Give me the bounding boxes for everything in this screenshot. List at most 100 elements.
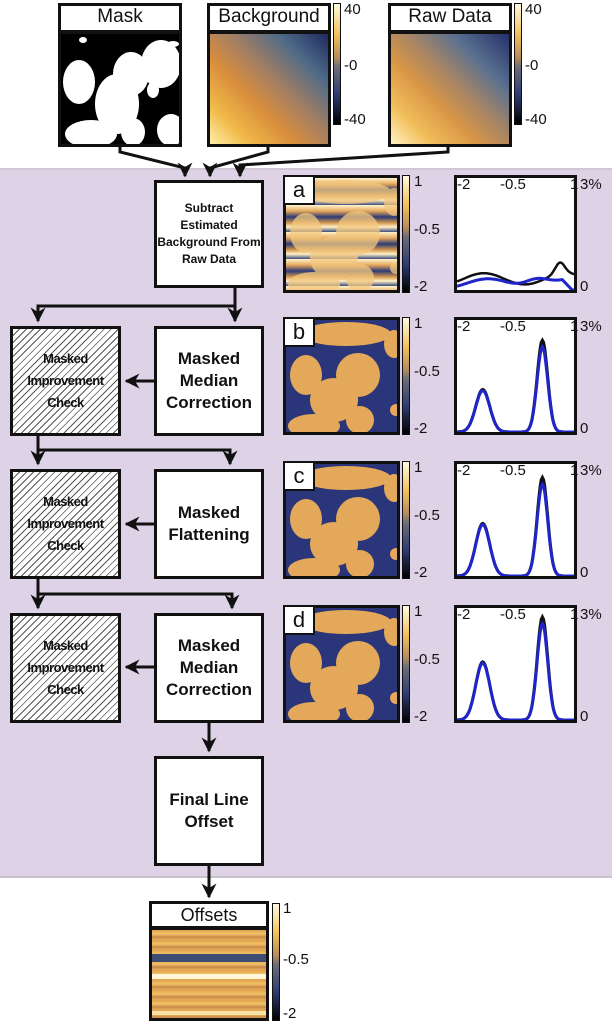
offsets-colorbar	[272, 903, 280, 1021]
panel-a-colorbar	[402, 175, 410, 293]
offsets-light-band	[152, 974, 266, 979]
panel-a-islands	[288, 180, 397, 290]
subtract-background-box: Subtract Estimated Background From Raw D…	[154, 180, 264, 288]
panel-b-islands	[288, 322, 397, 432]
panel-c-hist-before	[457, 474, 574, 576]
median-correction-box-2: Masked Median Correction	[154, 613, 264, 723]
panel-c-label: c	[283, 461, 315, 491]
panel-b-cbar-mid: -0.5	[414, 363, 440, 380]
panel-d-islands	[288, 610, 397, 720]
panel-a-hist-ymin: 0	[580, 278, 589, 295]
panel-a-cbar-max: 1	[414, 173, 423, 190]
background-cbar-max: 40	[344, 1, 361, 18]
panel-d-cbar-max: 1	[414, 603, 423, 620]
panel-b-hist-xtick-0: -2	[457, 318, 471, 335]
subtract-background-label: Subtract Estimated Background From Raw D…	[157, 201, 261, 266]
improvement-check-label-3: Masked Improvement Check	[27, 638, 104, 697]
panel-b-histogram	[454, 317, 577, 435]
raw-data-cbar-max: 40	[525, 1, 542, 18]
panel-a-histogram	[454, 175, 577, 293]
panel-d-hist-plot	[457, 613, 574, 720]
mask-title: Mask	[58, 3, 182, 33]
panel-a-map	[283, 175, 400, 293]
panel-b-hist-ymax: 3%	[580, 318, 602, 335]
raw-data-cbar-mid: -0	[525, 57, 539, 74]
mask-arrow	[118, 147, 193, 178]
panel-d-hist-ymax: 3%	[580, 606, 602, 623]
panel-d-hist-ymin: 0	[580, 708, 589, 725]
panel-a-hist-plot	[457, 261, 574, 290]
improvement-check-label-2: Masked Improvement Check	[27, 494, 104, 553]
panel-b-cbar-max: 1	[414, 315, 423, 332]
panel-b-colorbar	[402, 317, 410, 435]
flattening-label: Masked Flattening	[168, 503, 250, 544]
panel-c-hist-ymax: 3%	[580, 462, 602, 479]
panel-a-hist-xtick-1: -0.5	[500, 176, 526, 193]
panel-b-hist-after	[457, 343, 574, 432]
background-colorbar	[333, 3, 341, 125]
panel-a-cbar-mid: -0.5	[414, 221, 440, 238]
raw-data-arrow	[232, 147, 450, 178]
panel-c-hist-xtick-0: -2	[457, 462, 471, 479]
raw-data-image	[388, 31, 512, 147]
offsets-cbar-max: 1	[283, 900, 292, 917]
panel-a-label: a	[283, 175, 315, 205]
background-cbar-min: -40	[344, 111, 366, 128]
panel-c-islands	[288, 466, 397, 576]
mask-image	[58, 31, 182, 147]
improvement-check-label-1: Masked Improvement Check	[27, 351, 104, 410]
panel-d-label: d	[283, 605, 315, 635]
final-line-offset-label: Final Line Offset	[169, 790, 249, 831]
panel-c-hist-xtick-2: 1	[570, 462, 579, 479]
panel-b-hist-before	[457, 337, 574, 432]
improvement-check-box-3: Masked Improvement Check	[10, 613, 121, 723]
median-correction-label-1: Masked Median Correction	[166, 349, 252, 412]
raw-data-colorbar	[514, 3, 522, 125]
check2-to-median2-arrow	[36, 579, 240, 610]
panel-d-cbar-min: -2	[414, 708, 428, 725]
panel-a-hist-after	[457, 276, 574, 290]
panel-c-cbar-max: 1	[414, 459, 423, 476]
panel-c-colorbar	[402, 461, 410, 579]
panel-d-hist-xtick-1: -0.5	[500, 606, 526, 623]
panel-d-hist-after	[457, 620, 574, 720]
panel-b-hist-xtick-1: -0.5	[500, 318, 526, 335]
offsets-cbar-mid: -0.5	[283, 951, 309, 968]
panel-c-cbar-mid: -0.5	[414, 507, 440, 524]
panel-a-hist-xtick-0: -2	[457, 176, 471, 193]
check1-to-flatten-arrow	[36, 436, 238, 466]
panel-c-hist-ymin: 0	[580, 564, 589, 581]
flattening-box: Masked Flattening	[154, 469, 264, 579]
panel-c-hist-xtick-1: -0.5	[500, 462, 526, 479]
subtract-to-check1-arrow	[30, 304, 235, 323]
panel-b-hist-xtick-2: 1	[570, 318, 579, 335]
panel-d-histogram	[454, 605, 577, 723]
panel-b-hist-ymin: 0	[580, 420, 589, 437]
panel-c-cbar-min: -2	[414, 564, 428, 581]
offsets-light-band-2	[152, 1011, 266, 1015]
raw-data-cbar-min: -40	[525, 111, 547, 128]
panel-b-cbar-min: -2	[414, 420, 428, 437]
panel-a-cbar-min: -2	[414, 278, 428, 295]
panel-b-map	[283, 317, 400, 435]
panel-c-map	[283, 461, 400, 579]
improvement-check-box-1: Masked Improvement Check	[10, 326, 121, 436]
panel-d-colorbar	[402, 605, 410, 723]
panel-b-hist-plot	[457, 337, 574, 432]
improvement-check-box-2: Masked Improvement Check	[10, 469, 121, 579]
panel-c-histogram	[454, 461, 577, 579]
background-title: Background	[207, 3, 331, 33]
offsets-cbar-min: -2	[283, 1005, 297, 1022]
offsets-image	[149, 927, 269, 1021]
panel-d-cbar-mid: -0.5	[414, 651, 440, 668]
panel-b-label: b	[283, 317, 315, 347]
offsets-title: Offsets	[149, 901, 269, 929]
mask-blobs	[63, 37, 179, 144]
background-cbar-mid: -0	[344, 57, 358, 74]
panel-d-hist-xtick-2: 1	[570, 606, 579, 623]
panel-c-hist-plot	[457, 474, 574, 576]
panel-d-hist-before	[457, 613, 574, 720]
offsets-dark-band	[152, 954, 266, 962]
panel-a-hist-ymax: 3%	[580, 176, 602, 193]
panel-c-hist-after	[457, 481, 574, 576]
